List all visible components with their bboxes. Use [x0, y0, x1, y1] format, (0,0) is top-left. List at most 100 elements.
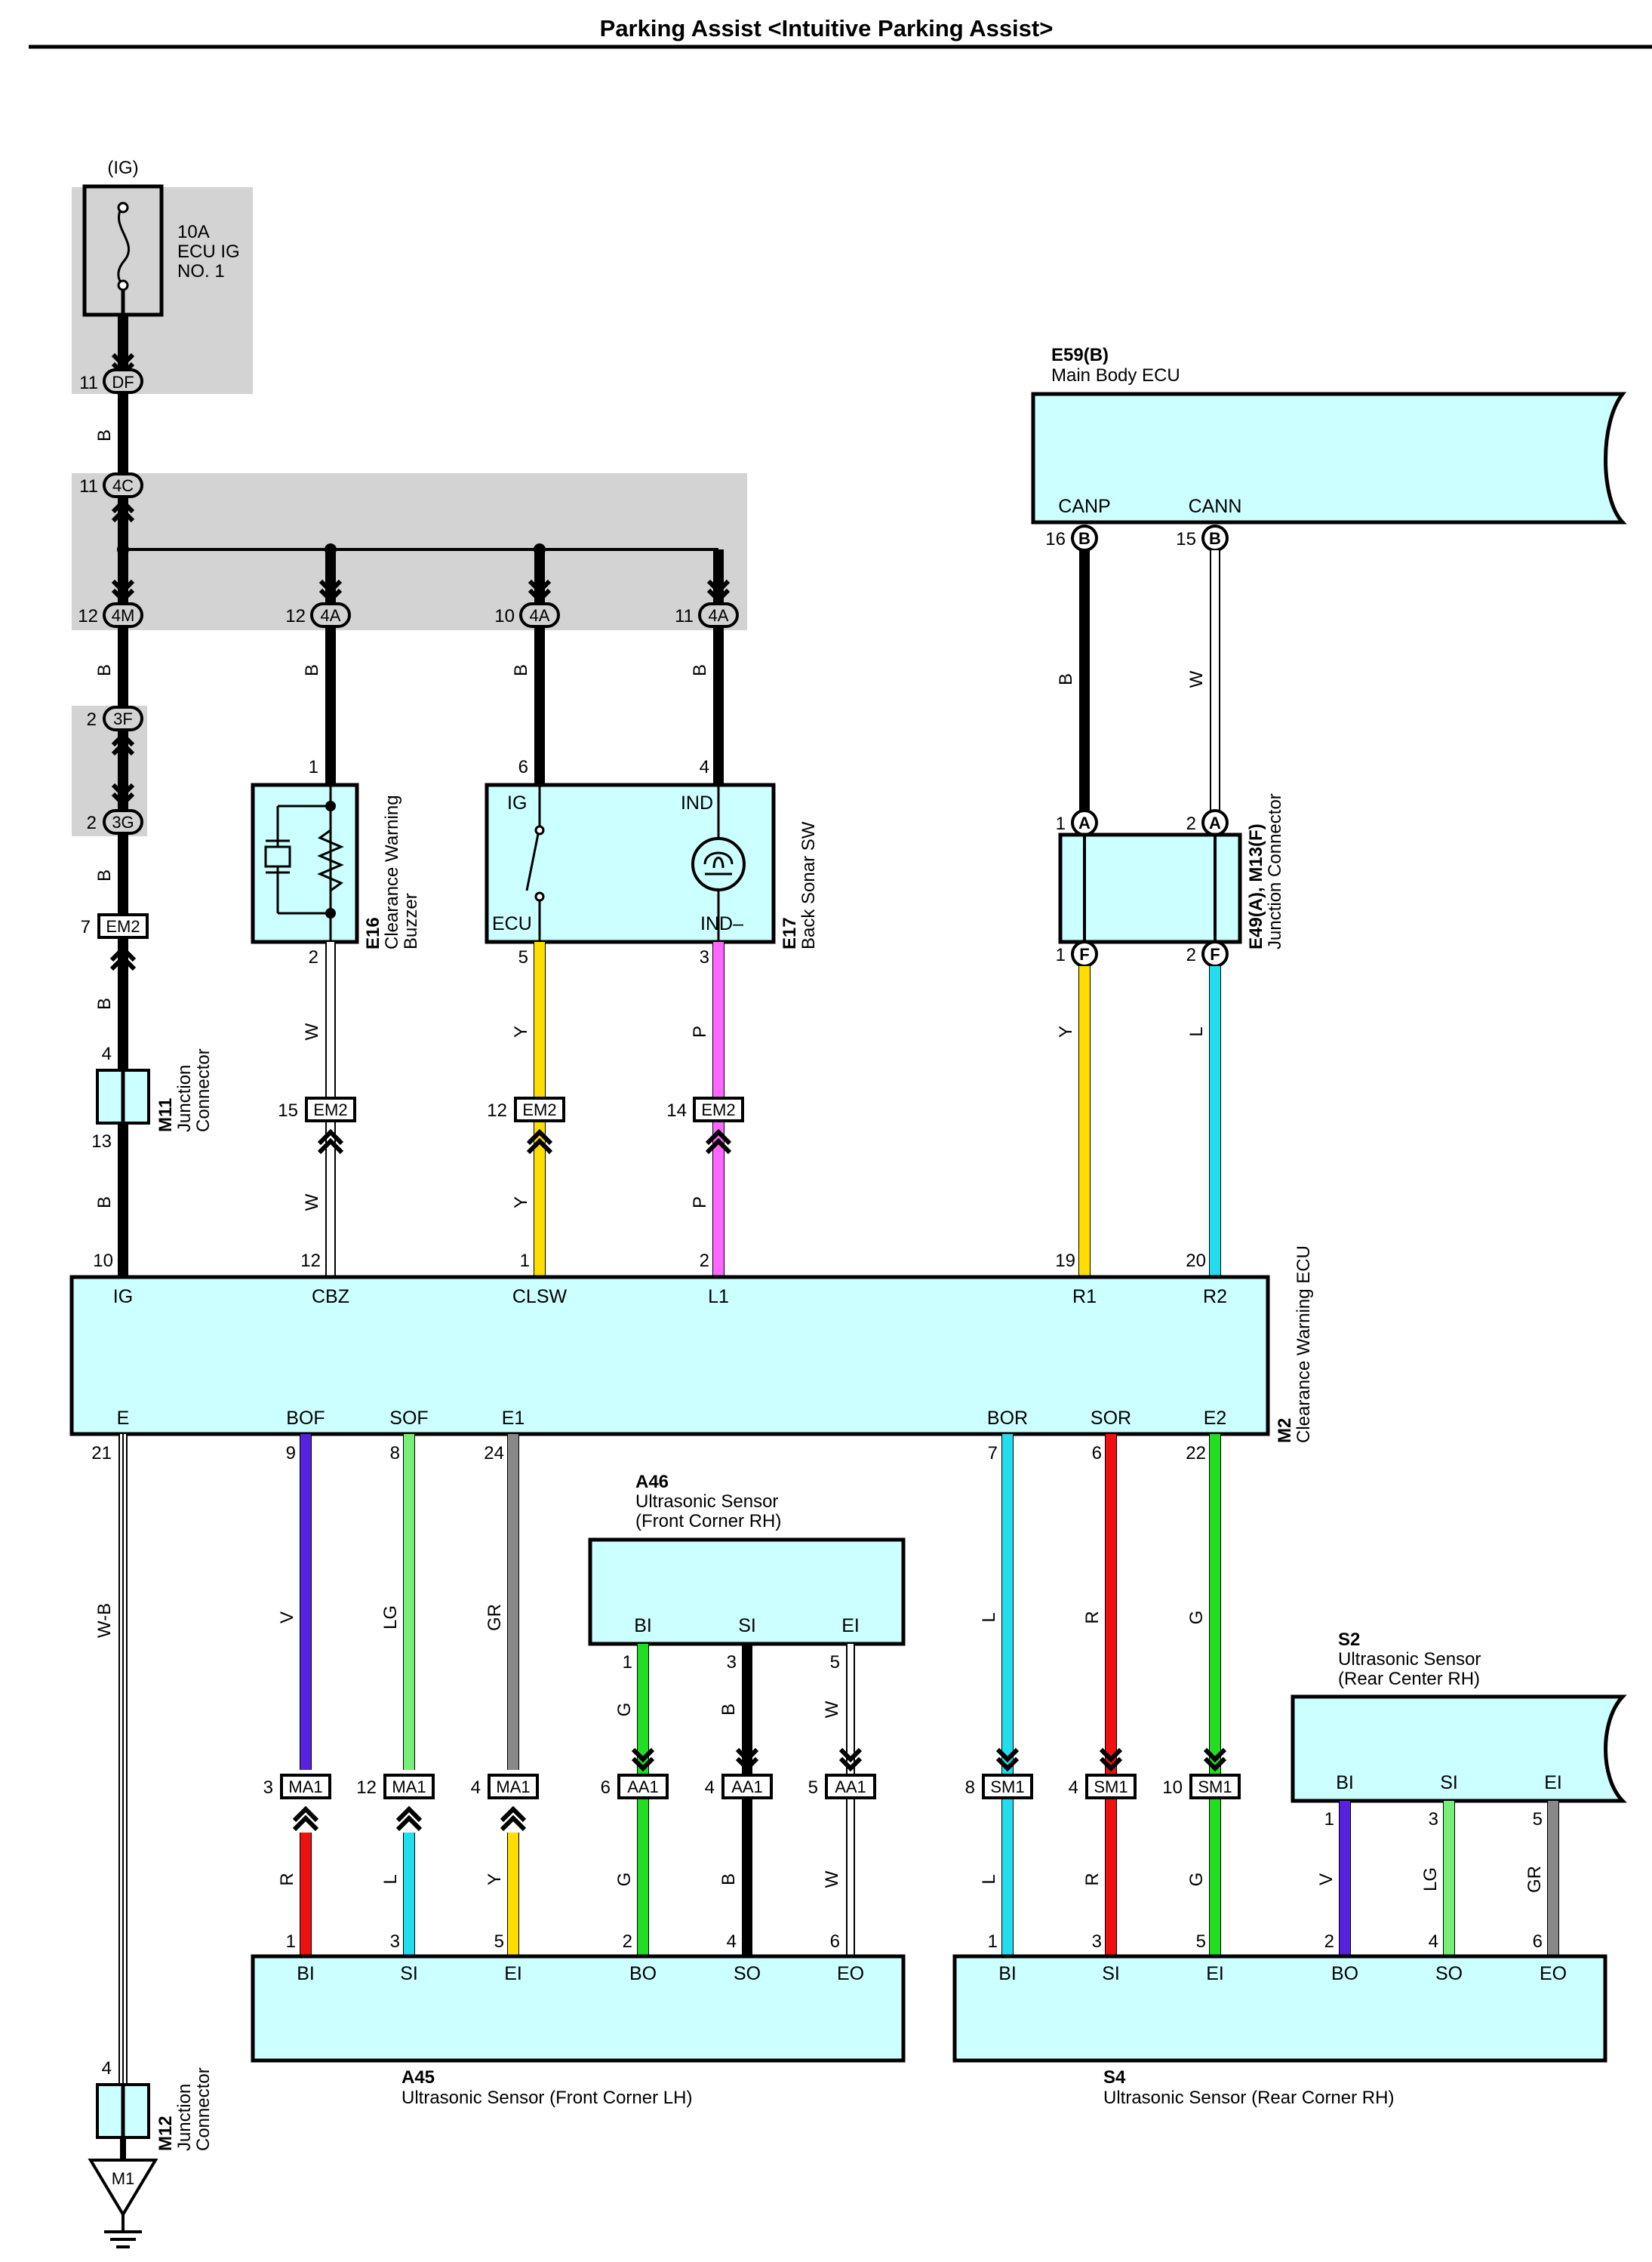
- svg-text:B: B: [1209, 529, 1221, 548]
- svg-text:Clearance Warning: Clearance Warning: [382, 795, 402, 949]
- svg-text:BO: BO: [1331, 1963, 1358, 1984]
- svg-text:B: B: [94, 429, 115, 442]
- svg-text:SOF: SOF: [389, 1408, 428, 1429]
- connector-df: DF 11: [79, 355, 143, 394]
- connector-sm1-3: SM1 10: [1162, 1750, 1241, 1799]
- svg-text:2: 2: [87, 709, 97, 730]
- svg-text:19: 19: [1055, 1251, 1075, 1271]
- svg-text:1: 1: [1324, 1809, 1334, 1830]
- svg-text:3: 3: [1429, 1809, 1438, 1830]
- connector-3f: 3F 2: [87, 706, 143, 756]
- a45-ultrasonic-sensor: 1 3 5 2 4 6 BI SI EI BO SO EO A45 Ultras…: [251, 1931, 906, 2108]
- e17-back-sonar-switch: 6 4 5 3 IG IND ECU IND– E17 Back Sonar S…: [485, 757, 819, 968]
- svg-text:Junction: Junction: [174, 2084, 195, 2151]
- svg-text:AA1: AA1: [835, 1777, 866, 1796]
- svg-text:2: 2: [700, 1251, 709, 1271]
- svg-text:1: 1: [520, 1251, 530, 1271]
- svg-text:A45: A45: [401, 2067, 435, 2088]
- svg-text:5: 5: [808, 1777, 818, 1798]
- svg-text:Y: Y: [1056, 1026, 1076, 1038]
- svg-text:W: W: [822, 1870, 842, 1888]
- svg-text:2: 2: [87, 813, 97, 833]
- svg-text:Y: Y: [485, 1873, 505, 1885]
- svg-text:GR: GR: [1524, 1866, 1545, 1893]
- svg-text:4: 4: [1429, 1931, 1438, 1952]
- svg-text:SO: SO: [1435, 1963, 1463, 1984]
- connector-aa1-3: AA1 5: [808, 1750, 876, 1799]
- svg-text:3: 3: [727, 1652, 737, 1673]
- svg-text:10: 10: [494, 606, 515, 626]
- svg-text:SI: SI: [1440, 1772, 1458, 1793]
- connector-em2-4: EM2 14: [666, 1097, 744, 1155]
- svg-text:EI: EI: [504, 1963, 522, 1984]
- svg-text:EI: EI: [841, 1615, 860, 1636]
- svg-text:3: 3: [263, 1777, 273, 1798]
- svg-text:2: 2: [1186, 945, 1196, 965]
- svg-text:R1: R1: [1072, 1286, 1097, 1307]
- svg-text:S4: S4: [1103, 2067, 1126, 2088]
- connector-ma1-2: MA1 12: [356, 1774, 435, 1832]
- svg-text:3: 3: [1092, 1931, 1102, 1952]
- svg-text:B: B: [94, 1196, 115, 1208]
- svg-text:M11: M11: [155, 1098, 176, 1132]
- svg-text:L: L: [979, 1874, 999, 1884]
- svg-text:Ultrasonic Sensor (Rear Corner: Ultrasonic Sensor (Rear Corner RH): [1103, 2088, 1394, 2108]
- svg-text:1: 1: [286, 1931, 296, 1952]
- svg-text:F: F: [1079, 945, 1089, 964]
- svg-text:W: W: [1186, 670, 1207, 688]
- svg-text:W-B: W-B: [94, 1603, 115, 1638]
- svg-text:Main Body ECU: Main Body ECU: [1051, 365, 1180, 386]
- svg-text:4: 4: [102, 2058, 112, 2079]
- svg-text:B: B: [94, 664, 115, 676]
- a46-ultrasonic-sensor: A46 Ultrasonic Sensor (Front Corner RH) …: [588, 1472, 906, 1673]
- svg-text:SI: SI: [738, 1615, 756, 1636]
- fuse-rating: 10A: [177, 222, 210, 242]
- svg-text:4: 4: [705, 1777, 715, 1798]
- svg-text:11: 11: [79, 476, 98, 497]
- svg-text:R2: R2: [1203, 1286, 1227, 1307]
- svg-text:E17: E17: [780, 917, 800, 949]
- svg-text:CANP: CANP: [1058, 496, 1110, 517]
- svg-text:EM2: EM2: [106, 917, 140, 936]
- svg-text:BI: BI: [634, 1615, 652, 1636]
- svg-text:AA1: AA1: [627, 1777, 659, 1796]
- svg-text:A46: A46: [635, 1472, 669, 1492]
- svg-text:SM1: SM1: [1094, 1777, 1127, 1796]
- svg-text:LG: LG: [1420, 1867, 1441, 1891]
- page-title: Parking Assist <Intuitive Parking Assist…: [600, 15, 1054, 42]
- svg-text:E1: E1: [502, 1408, 525, 1429]
- svg-text:SI: SI: [400, 1963, 418, 1984]
- svg-text:G: G: [614, 1873, 635, 1887]
- connector-ma1-1: MA1 3: [263, 1774, 331, 1832]
- svg-text:SM1: SM1: [990, 1777, 1024, 1796]
- svg-text:6: 6: [1533, 1931, 1543, 1952]
- svg-text:L: L: [380, 1874, 401, 1884]
- svg-text:G: G: [1186, 1873, 1207, 1887]
- fuse-name: ECU IG: [177, 242, 240, 262]
- svg-text:EO: EO: [1540, 1963, 1567, 1984]
- connector-4a-2: 4A 10: [494, 581, 560, 628]
- svg-text:W: W: [302, 1193, 322, 1211]
- connector-aa1-2: AA1 4: [705, 1750, 773, 1799]
- svg-text:G: G: [1186, 1611, 1207, 1625]
- m12-junction-connector: 4 M12 Junction Connector: [96, 2058, 214, 2151]
- ground-m1-icon: M1: [88, 2159, 158, 2248]
- connector-sm1-1: SM1 8: [965, 1750, 1033, 1799]
- svg-text:EM2: EM2: [313, 1100, 347, 1119]
- svg-text:A: A: [1078, 814, 1091, 832]
- svg-text:5: 5: [1533, 1809, 1543, 1830]
- svg-text:21: 21: [91, 1443, 112, 1463]
- svg-text:12: 12: [78, 606, 98, 626]
- svg-text:IG: IG: [113, 1286, 133, 1307]
- connector-em2-1: EM2 7: [81, 913, 149, 971]
- connector-4m: 4M 12: [78, 581, 143, 628]
- svg-text:4A: 4A: [530, 606, 550, 625]
- svg-text:R: R: [1082, 1611, 1103, 1623]
- svg-text:Ultrasonic Sensor: Ultrasonic Sensor: [635, 1491, 778, 1512]
- svg-text:M2: M2: [1275, 1418, 1295, 1443]
- svg-text:EI: EI: [1206, 1963, 1224, 1984]
- svg-text:11: 11: [79, 373, 98, 393]
- svg-text:5: 5: [1196, 1931, 1206, 1952]
- svg-text:CLSW: CLSW: [512, 1286, 568, 1307]
- svg-text:1: 1: [1056, 814, 1066, 834]
